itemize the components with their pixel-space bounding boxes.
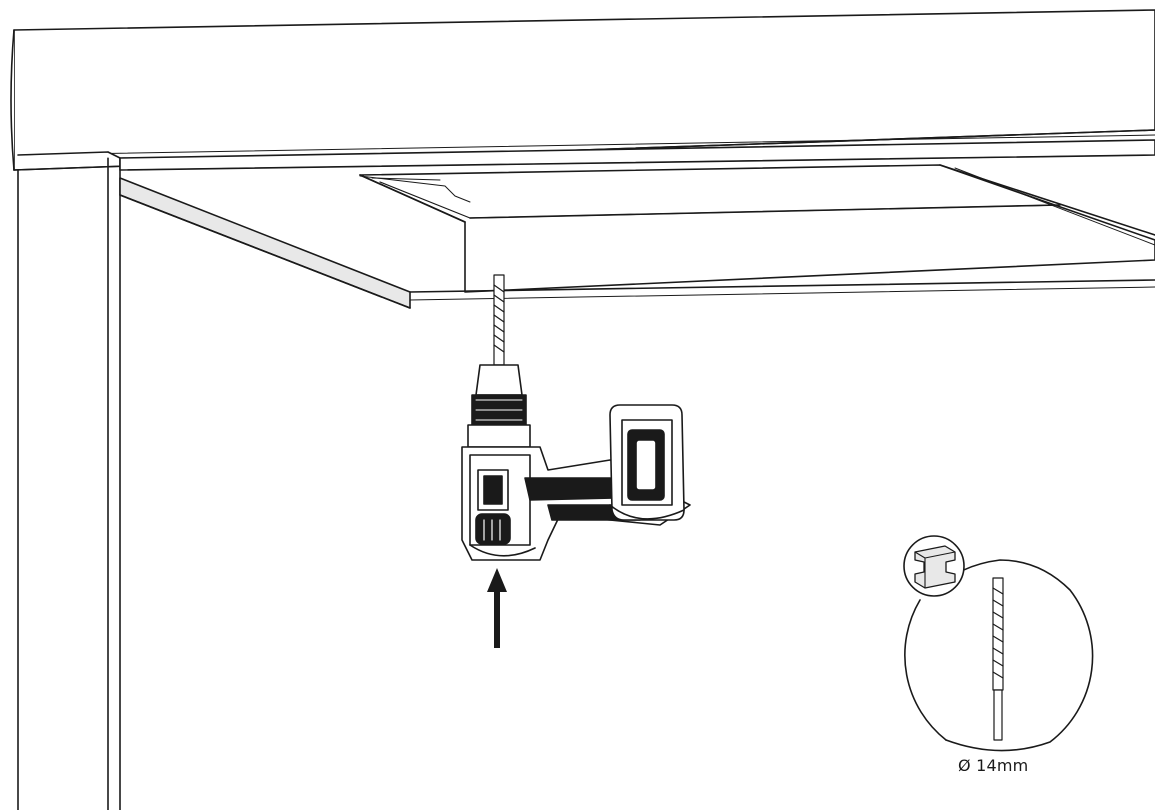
arrow-up-icon xyxy=(487,568,507,648)
aluminium-profile-icon xyxy=(903,535,965,597)
cordless-drill-icon xyxy=(461,274,691,561)
mounted-drill-bit xyxy=(493,274,505,366)
drill-bit-detail-callout xyxy=(903,535,1094,752)
ceiling-profile xyxy=(119,139,1155,309)
drill-bit-diameter-label: Ø 14mm xyxy=(958,756,1029,775)
left-post xyxy=(17,151,121,810)
drill-bit-icon xyxy=(992,577,1004,741)
